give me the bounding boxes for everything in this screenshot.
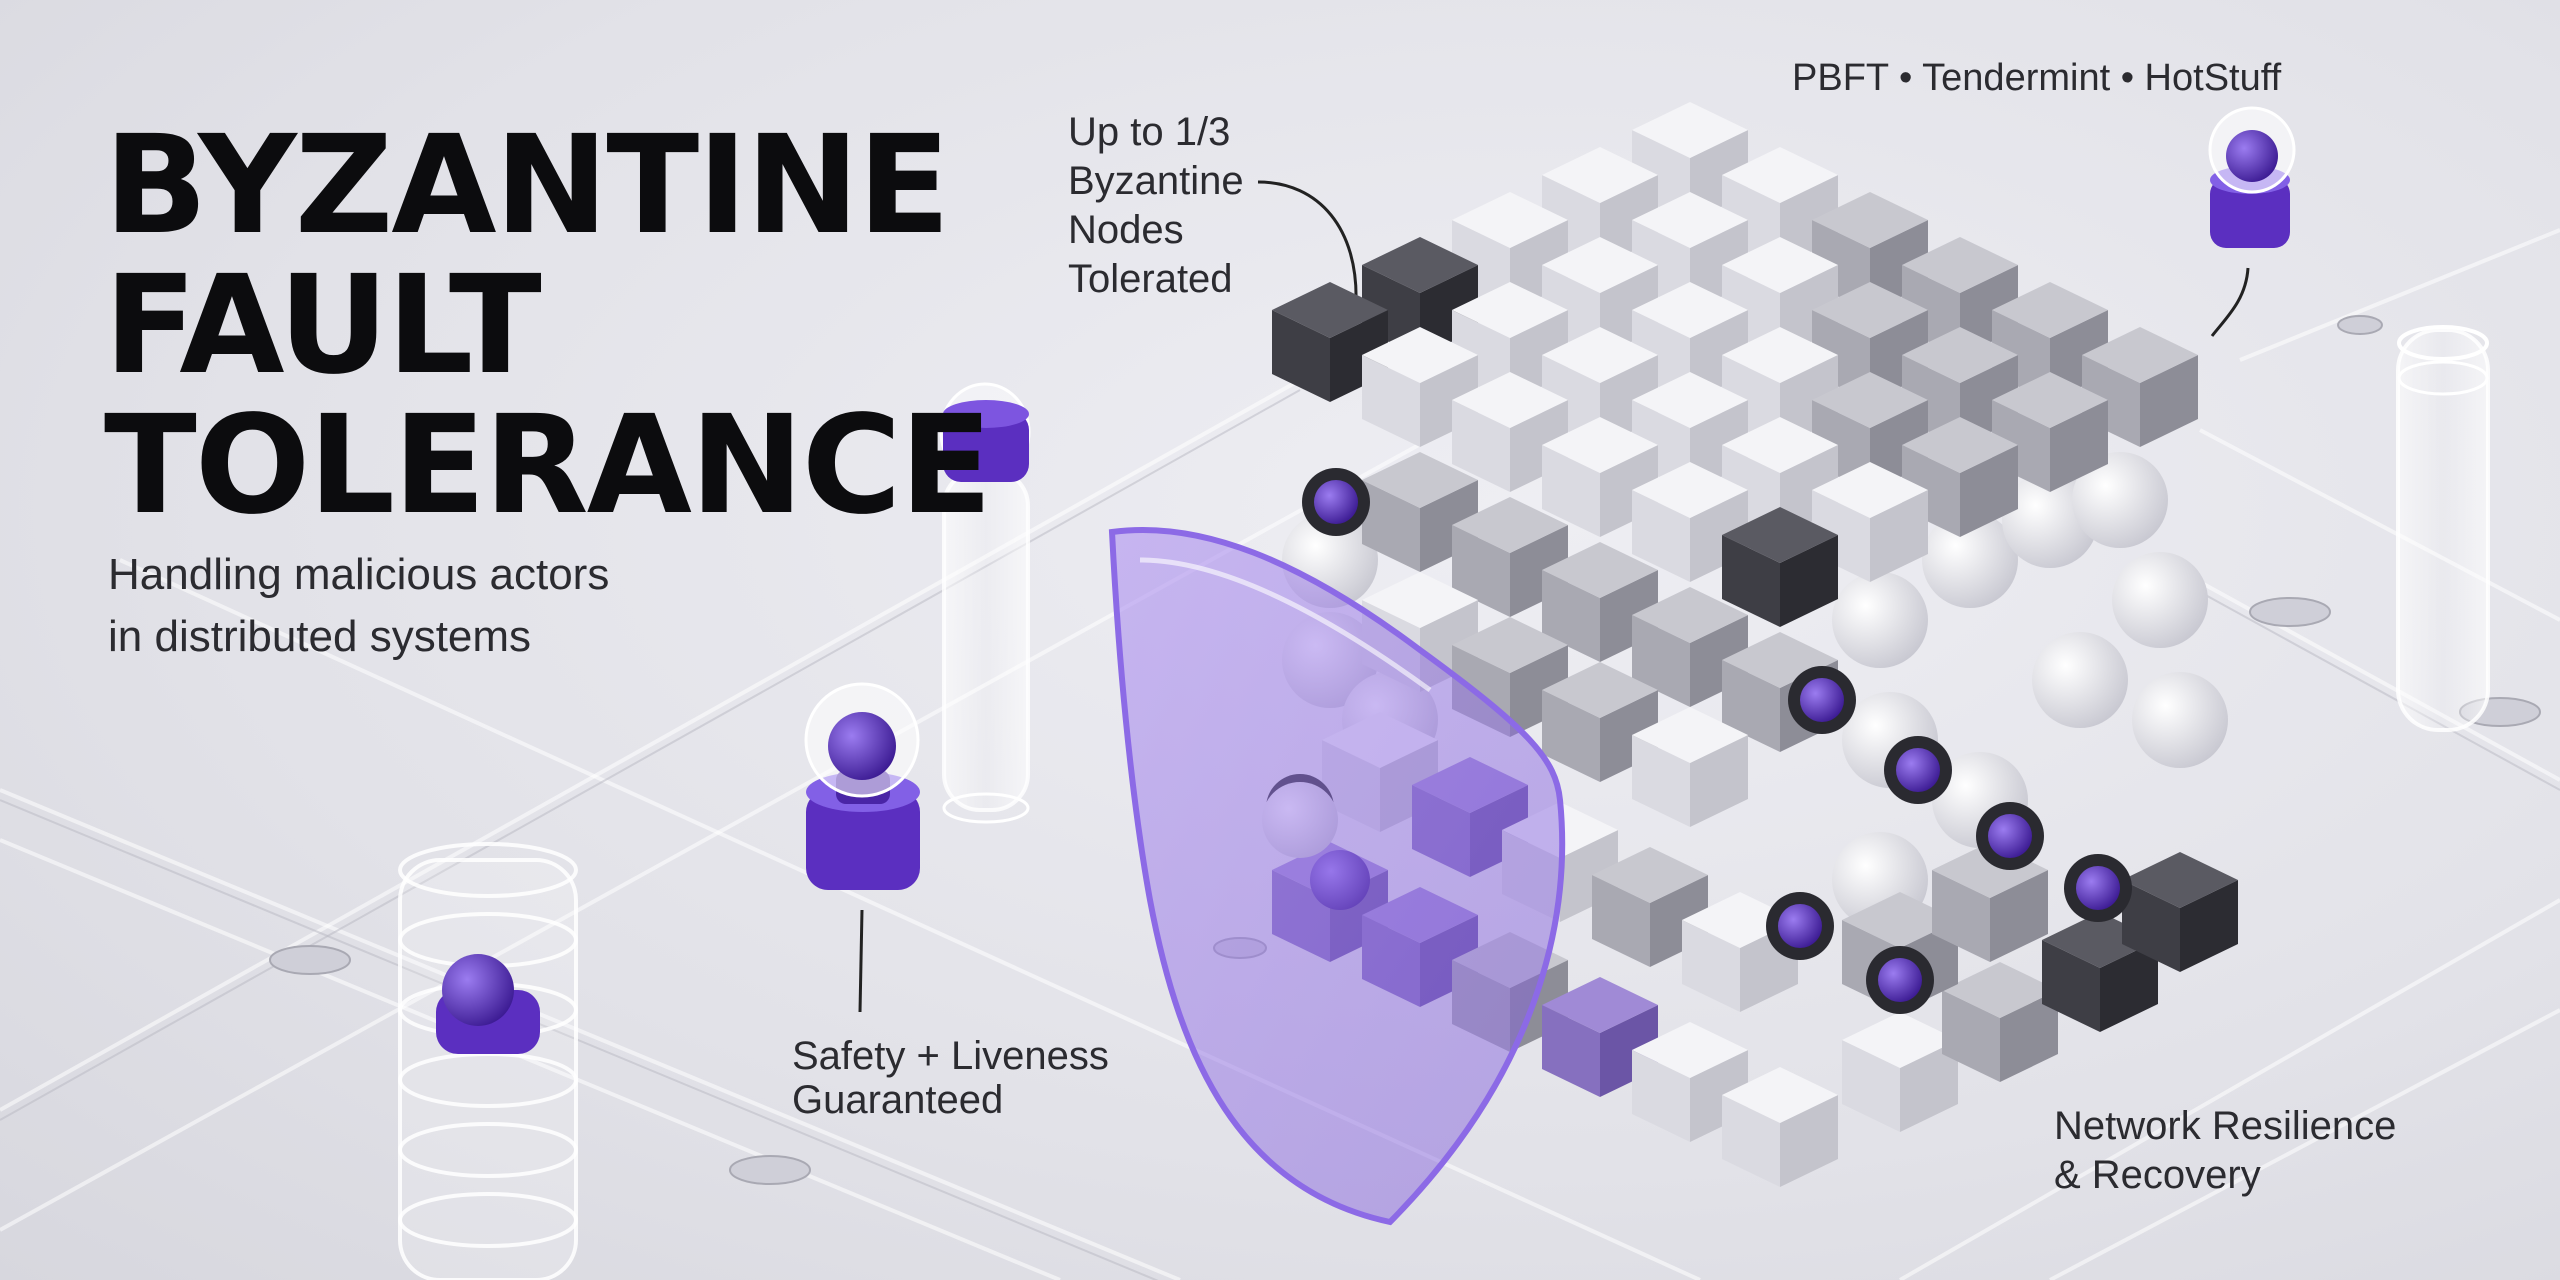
glass-ring-stack	[398, 842, 578, 1280]
tolerance-leader-line	[1257, 180, 1358, 303]
resilience-line-2: & Recovery	[2054, 1153, 2261, 1197]
subheadline-line-1: Handling malicious actors	[108, 550, 610, 599]
node-cube	[1842, 1012, 1958, 1132]
node-sphere	[2112, 552, 2208, 648]
node-cube	[1272, 282, 1388, 402]
node-cube	[1542, 662, 1658, 782]
tolerance-line-1: Up to 1/3	[1068, 110, 1231, 154]
node-cube	[1362, 327, 1478, 447]
node-sphere	[1922, 512, 2018, 608]
guarantees-annotation: Safety + Liveness Guaranteed	[792, 1034, 1109, 1122]
floor-grid	[0, 228, 2560, 1280]
resilience-annotation: Network Resilience & Recovery	[2054, 1102, 2396, 1200]
purple-node-in-ring-icon	[436, 954, 540, 1054]
node-cube	[1632, 587, 1748, 707]
subheadline-line-2: in distributed systems	[108, 612, 532, 661]
resilience-line-1: Network Resilience	[2054, 1104, 2397, 1148]
floor-grid-shadow	[0, 389, 2560, 1280]
tolerance-line-3: Nodes	[1068, 208, 1184, 252]
shield-icon	[1108, 526, 1566, 1226]
tolerance-line-4: Tolerated	[1068, 257, 1233, 301]
node-port-core	[1896, 748, 1940, 792]
guarantees-line-1: Safety + Liveness	[792, 1034, 1109, 1078]
protocols-annotation: PBFT • Tendermint • HotStuff	[1792, 57, 2282, 99]
tolerance-line-2: Byzantine	[1068, 159, 1244, 203]
node-cube	[1452, 372, 1568, 492]
node-port-core	[2076, 866, 2120, 910]
headline-line-3: TOLERANCE	[104, 387, 992, 545]
node-sphere	[2132, 672, 2228, 768]
glass-tube-right	[2396, 325, 2490, 732]
node-cube	[1942, 962, 2058, 1082]
node-cube	[1632, 1022, 1748, 1142]
tolerance-annotation: Up to 1/3 Byzantine Nodes Tolerated	[1068, 108, 1244, 304]
node-port-core	[1988, 814, 2032, 858]
node-port-core	[1878, 958, 1922, 1002]
node-sphere	[1832, 572, 1928, 668]
node-sphere	[2032, 632, 2128, 728]
node-cube	[2122, 852, 2238, 972]
node-port-core	[1778, 904, 1822, 948]
headline-line-1: BYZANTINE	[104, 107, 950, 265]
node-port-core	[1314, 480, 1358, 524]
grid-connectors	[269, 315, 2541, 1185]
headline-line-2: FAULT	[104, 247, 542, 405]
purple-node-pin-icon-top	[2208, 106, 2296, 337]
node-cube	[1722, 507, 1838, 627]
node-cube	[1722, 1067, 1838, 1187]
node-cube	[1592, 847, 1708, 967]
node-cube	[1632, 707, 1748, 827]
purple-node-pin-icon	[804, 682, 920, 1013]
guarantees-line-2: Guaranteed	[792, 1078, 1004, 1122]
node-port-core	[1800, 678, 1844, 722]
glass-tube-center	[939, 382, 1031, 824]
node-sphere	[2072, 452, 2168, 548]
